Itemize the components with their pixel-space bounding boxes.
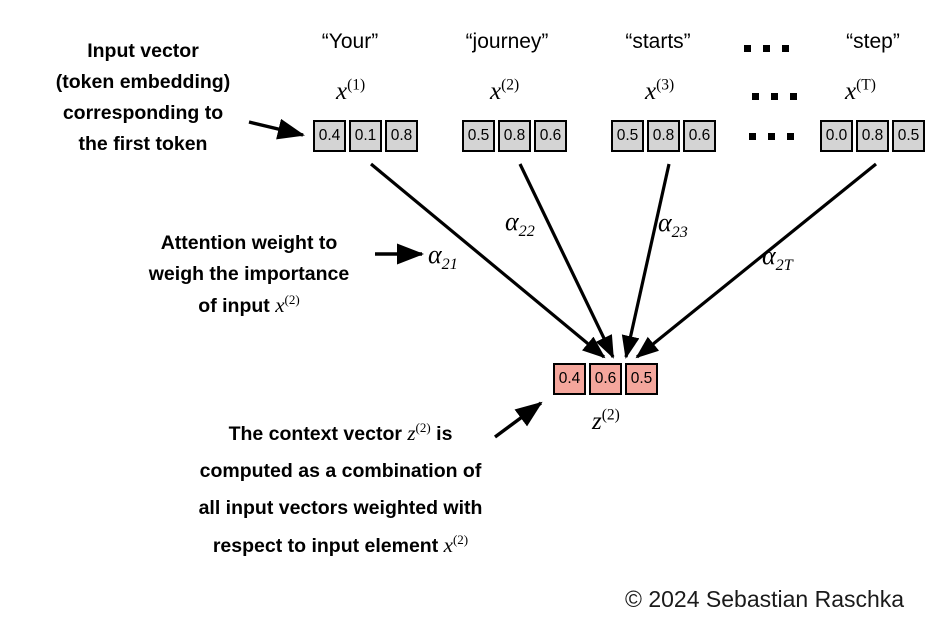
input-vector-3: 0.5 0.8 0.6 — [611, 120, 716, 152]
context-vector-symbol-sup: (2) — [601, 406, 620, 424]
annotation-input-vector: Input vector (token embedding) correspon… — [38, 36, 248, 160]
annotation-attention-weight-line-3: of input x(2) — [124, 290, 374, 322]
attention-weight-label-1-symbol: α — [428, 240, 442, 269]
attention-weight-label-3-symbol: α — [658, 208, 672, 237]
attention-weight-label-4-sub: 2T — [775, 257, 793, 275]
input-cell: 0.6 — [683, 120, 716, 152]
annotation-context-vector-line-4-sup: (2) — [452, 532, 469, 547]
vector-symbol-4-sup: (T) — [856, 76, 876, 94]
attention-weight-label-3-sub: 23 — [671, 224, 688, 242]
input-cell: 0.4 — [313, 120, 346, 152]
token-label-3: “starts” — [625, 30, 691, 53]
input-cell: 0.0 — [820, 120, 853, 152]
annotation-attention-weight-line-2: weigh the importance — [148, 263, 350, 285]
annotation-attention-weight-line-1: Attention weight to — [160, 232, 338, 254]
annotation-attention-weight-line-3-math: x(2) — [275, 293, 300, 317]
vector-symbol-3-sup: (3) — [656, 76, 675, 94]
input-cell: 0.6 — [534, 120, 567, 152]
context-cell: 0.5 — [625, 363, 658, 395]
input-cell: 0.5 — [611, 120, 644, 152]
annotation-attention-weight-line-3-prefix: of input — [198, 295, 276, 317]
input-cell: 0.8 — [856, 120, 889, 152]
annotation-context-vector-line-1-symbol: z — [407, 421, 416, 445]
annotation-input-vector-line-1: Input vector — [87, 40, 199, 62]
input-cell: 0.8 — [385, 120, 418, 152]
vector-symbol-1-sup: (1) — [347, 76, 366, 94]
annotation-context-vector-line-4-math: x(2) — [444, 533, 469, 557]
input-cell: 0.8 — [647, 120, 680, 152]
vector-symbol-1-base: x — [336, 78, 348, 105]
annotation-context-vector-line-1-prefix: The context vector — [228, 423, 408, 445]
token-label-ellipsis — [744, 45, 789, 52]
context-vector: 0.4 0.6 0.5 — [553, 363, 658, 395]
attention-arrow-1 — [369, 162, 606, 359]
token-label-4: “step” — [846, 30, 900, 53]
input-cell: 0.8 — [498, 120, 531, 152]
attention-weight-label-2: α22 — [505, 207, 535, 241]
annotation-input-vector-line-4: the first token — [78, 133, 208, 155]
annotation-context-vector-line-1: The context vector z(2) is — [168, 415, 513, 453]
annotation-context-vector-line-3: all input vectors weighted with — [198, 497, 483, 519]
input-vector-4: 0.0 0.8 0.5 — [820, 120, 925, 152]
annotation-context-vector-line-4: respect to input element x(2) — [168, 527, 513, 565]
context-vector-symbol-base: z — [592, 408, 602, 435]
vector-symbol-3-base: x — [645, 78, 657, 105]
annotation-context-vector-line-4-symbol: x — [443, 533, 453, 557]
attention-arrow-3 — [621, 163, 671, 359]
annotation-context-vector-line-1-suffix: is — [430, 423, 453, 445]
vector-symbol-4-base: x — [845, 78, 857, 105]
context-vector-symbol: z(2) — [592, 406, 620, 436]
annotation-attention-weight: Attention weight to weigh the importance… — [124, 228, 374, 322]
input-vector-2: 0.5 0.8 0.6 — [462, 120, 567, 152]
input-vector-ellipsis — [749, 133, 794, 140]
attention-weight-label-4: α2T — [762, 241, 793, 275]
vector-symbol-ellipsis — [752, 93, 797, 100]
annotation-attention-weight-line-3-sup: (2) — [284, 292, 300, 307]
attention-arrow-4 — [635, 162, 878, 359]
annotation-context-vector-line-2: computed as a combination of — [199, 460, 482, 482]
attention-arrow-2 — [518, 163, 615, 359]
token-label-1: “Your” — [321, 30, 379, 53]
attention-weight-label-1: α21 — [428, 240, 458, 274]
attention-weight-label-3: α23 — [658, 208, 688, 242]
attention-weight-label-1-sub: 21 — [441, 256, 458, 274]
attention-weight-label-2-symbol: α — [505, 207, 519, 236]
context-cell: 0.4 — [553, 363, 586, 395]
vector-symbol-2-sup: (2) — [501, 76, 520, 94]
token-label-2: “journey” — [465, 30, 549, 53]
annotation-attention-weight-line-3-symbol: x — [275, 293, 285, 317]
annotation-context-vector-line-1-math: z(2) — [407, 421, 430, 445]
vector-symbol-1: x(1) — [336, 76, 366, 106]
vector-symbol-3: x(3) — [645, 76, 675, 106]
input-vector-1: 0.4 0.1 0.8 — [313, 120, 418, 152]
vector-symbol-2-base: x — [490, 78, 502, 105]
annotation-context-vector-line-4-prefix: respect to input element — [212, 535, 444, 557]
annotation-input-vector-line-2: (token embedding) — [55, 71, 231, 93]
arrow-input-vector — [248, 118, 305, 140]
context-cell: 0.6 — [589, 363, 622, 395]
annotation-context-vector-line-1-sup: (2) — [415, 420, 431, 435]
vector-symbol-4: x(T) — [845, 76, 876, 106]
attention-weight-label-2-sub: 22 — [518, 223, 535, 241]
annotation-input-vector-line-3: corresponding to — [62, 102, 224, 124]
input-cell: 0.1 — [349, 120, 382, 152]
attention-weight-label-4-symbol: α — [762, 241, 776, 270]
input-cell: 0.5 — [462, 120, 495, 152]
input-cell: 0.5 — [892, 120, 925, 152]
vector-symbol-2: x(2) — [490, 76, 520, 106]
copyright-notice: © 2024 Sebastian Raschka — [625, 586, 905, 612]
annotation-context-vector: The context vector z(2) is computed as a… — [168, 415, 513, 565]
